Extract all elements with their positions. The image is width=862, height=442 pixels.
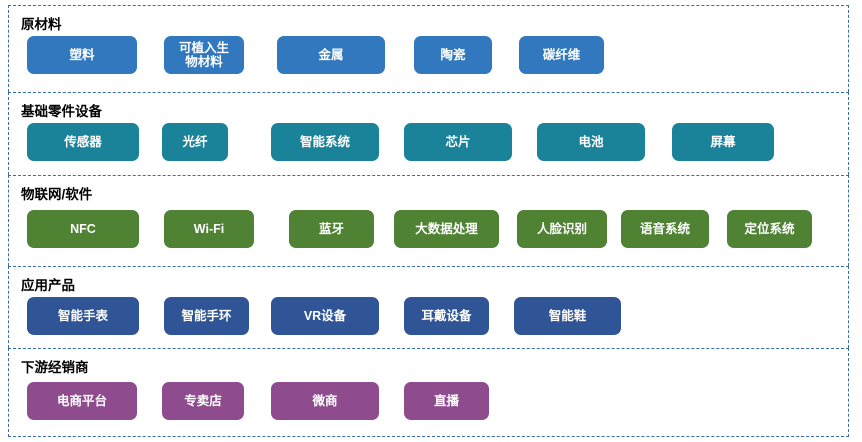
node-box[interactable]: 耳戴设备 bbox=[404, 297, 489, 335]
tier-raw-materials: 原材料塑料可植入生 物材料金属陶瓷碳纤维 bbox=[8, 5, 849, 92]
node-row-basic-components: 传感器光纤 智能系统芯片电池屏幕 bbox=[9, 123, 848, 163]
node-box[interactable]: 蓝牙 bbox=[289, 210, 374, 248]
node-box[interactable]: 大数据处理 bbox=[394, 210, 499, 248]
node-box[interactable]: 传感器 bbox=[27, 123, 139, 161]
tier-title-iot-software: 物联网/软件 bbox=[21, 187, 93, 202]
node-box[interactable]: 陶瓷 bbox=[414, 36, 492, 74]
node-box[interactable]: 定位系统 bbox=[727, 210, 812, 248]
node-box[interactable]: 智能鞋 bbox=[514, 297, 621, 335]
node-box[interactable]: 电池 bbox=[537, 123, 645, 161]
tier-title-basic-components: 基础零件设备 bbox=[21, 104, 102, 119]
node-box[interactable]: VR设备 bbox=[271, 297, 379, 335]
value-chain-diagram: 原材料塑料可植入生 物材料金属陶瓷碳纤维基础零件设备传感器光纤 智能系统芯片电池屏… bbox=[8, 5, 849, 437]
tier-basic-components: 基础零件设备传感器光纤 智能系统芯片电池屏幕 bbox=[8, 92, 849, 175]
node-box[interactable]: 专卖店 bbox=[162, 382, 244, 420]
node-box[interactable]: 碳纤维 bbox=[519, 36, 604, 74]
node-box[interactable]: NFC bbox=[27, 210, 139, 248]
tier-downstream-distributors: 下游经销商电商平台专卖店微商直播 bbox=[8, 348, 849, 437]
node-box[interactable]: Wi-Fi bbox=[164, 210, 254, 248]
node-box[interactable]: 语音系统 bbox=[621, 210, 709, 248]
node-row-raw-materials: 塑料可植入生 物材料金属陶瓷碳纤维 bbox=[9, 36, 848, 76]
node-box[interactable]: 塑料 bbox=[27, 36, 137, 74]
node-box[interactable]: 智能手环 bbox=[164, 297, 249, 335]
node-box[interactable]: 智能系统 bbox=[271, 123, 379, 161]
tier-application-products: 应用产品智能手表智能手环 VR设备耳戴设备智能鞋 bbox=[8, 266, 849, 348]
node-row-iot-software: NFC Wi-Fi 蓝牙大数据处理人脸识别语音系统定位系统 bbox=[9, 210, 848, 250]
node-box[interactable]: 光纤 bbox=[162, 123, 228, 161]
node-box[interactable]: 芯片 bbox=[404, 123, 512, 161]
tier-title-application-products: 应用产品 bbox=[21, 278, 75, 293]
node-box[interactable]: 屏幕 bbox=[672, 123, 774, 161]
node-box[interactable]: 金属 bbox=[277, 36, 385, 74]
node-box[interactable]: 智能手表 bbox=[27, 297, 139, 335]
node-box[interactable]: 可植入生 物材料 bbox=[164, 36, 244, 74]
tier-title-downstream-distributors: 下游经销商 bbox=[21, 360, 89, 375]
node-box[interactable]: 人脸识别 bbox=[517, 210, 607, 248]
node-box[interactable]: 微商 bbox=[271, 382, 379, 420]
tier-iot-software: 物联网/软件 NFC Wi-Fi 蓝牙大数据处理人脸识别语音系统定位系统 bbox=[8, 175, 849, 266]
node-box[interactable]: 电商平台 bbox=[27, 382, 137, 420]
tier-title-raw-materials: 原材料 bbox=[21, 17, 62, 32]
node-row-downstream-distributors: 电商平台专卖店微商直播 bbox=[9, 382, 848, 422]
node-box[interactable]: 直播 bbox=[404, 382, 489, 420]
node-row-application-products: 智能手表智能手环 VR设备耳戴设备智能鞋 bbox=[9, 297, 848, 337]
